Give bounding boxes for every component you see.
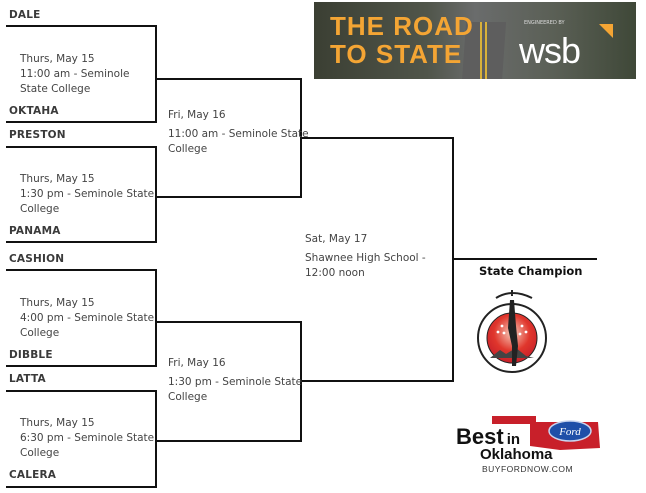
semi1-info: Fri, May 16 11:00 am - Seminole State Co…: [168, 108, 309, 157]
game-time: 1:30 pm - Seminole State: [20, 188, 155, 200]
road-to-state-banner[interactable]: THE ROAD TO STATE ENGINEERED BY wsb: [314, 2, 636, 79]
bracket-line: [300, 380, 454, 382]
game-date: Thurs, May 15: [20, 417, 95, 429]
game-venue: College: [168, 143, 208, 155]
bracket-line: [155, 25, 157, 123]
game3-info: Thurs, May 15 4:00 pm - Seminole State C…: [20, 296, 154, 341]
final-info: Sat, May 17 Shawnee High School - 12:00 …: [305, 232, 426, 281]
team-calera: CALERA: [9, 469, 57, 481]
wsb-logo: wsb: [519, 30, 581, 71]
team-preston: PRESTON: [9, 129, 66, 141]
bracket-line: [6, 241, 157, 243]
game-time: 1:30 pm - Seminole State: [168, 376, 303, 388]
bracket-line: [6, 365, 157, 367]
game-date: Thurs, May 15: [20, 53, 95, 65]
state-champion-label: State Champion: [479, 264, 583, 278]
bracket-line: [155, 269, 157, 367]
game-venue: Shawnee High School -: [305, 252, 426, 264]
team-cashion: CASHION: [9, 253, 65, 265]
banner-title: THE ROAD TO STATE: [330, 12, 474, 68]
game-date: Thurs, May 15: [20, 297, 95, 309]
game-time: 11:00 am - Seminole State: [168, 128, 309, 140]
sponsor-tag: ENGINEERED BY: [524, 20, 565, 26]
game-time: 6:30 pm - Seminole State: [20, 432, 155, 444]
team-dibble: DIBBLE: [9, 349, 53, 361]
bracket-line: [6, 121, 157, 123]
game-venue: College: [20, 203, 60, 215]
game-date: Sat, May 17: [305, 233, 368, 245]
bracket-line: [155, 321, 302, 323]
bracket-line: [155, 196, 302, 198]
game-venue: College: [20, 327, 60, 339]
semi2-info: Fri, May 16 1:30 pm - Seminole State Col…: [168, 356, 302, 405]
ossaa-logo: [477, 290, 547, 373]
team-oktaha: OKTAHA: [9, 105, 59, 117]
champion-line: [452, 258, 597, 260]
game4-info: Thurs, May 15 6:30 pm - Seminole State C…: [20, 416, 154, 461]
team-latta: LATTA: [9, 373, 46, 385]
game-venue: College: [20, 447, 60, 459]
game-date: Thurs, May 15: [20, 173, 95, 185]
game-venue: College: [168, 391, 208, 403]
bracket-line: [6, 486, 157, 488]
in-text: in: [506, 431, 521, 448]
svg-text:Ford: Ford: [558, 426, 581, 438]
bracket-line: [6, 269, 157, 271]
best-text: Best: [456, 424, 504, 449]
game-time: 12:00 noon: [305, 267, 365, 279]
banner-line1: THE ROAD: [330, 11, 474, 41]
game-time: 11:00 am - Seminole: [20, 68, 130, 80]
bracket-line: [155, 78, 302, 80]
banner-line2: TO STATE: [330, 39, 463, 69]
game2-info: Thurs, May 15 1:30 pm - Seminole State C…: [20, 172, 154, 217]
game-date: Fri, May 16: [168, 357, 226, 369]
road-line: [480, 22, 482, 79]
game-date: Fri, May 16: [168, 109, 226, 121]
ford-oval-icon: Ford: [548, 420, 592, 442]
bracket-line: [6, 146, 157, 148]
bracket-line: [300, 137, 454, 139]
ford-ad-url[interactable]: BUYFORDNOW.COM: [482, 464, 574, 474]
bracket-line: [155, 390, 157, 488]
bracket-line: [6, 390, 157, 392]
team-dale: DALE: [9, 9, 41, 21]
ford-ad-oklahoma: Oklahoma: [480, 446, 553, 463]
bracket-line: [6, 25, 157, 27]
road-line: [485, 22, 487, 79]
bracket-line: [155, 440, 302, 442]
game-venue: State College: [20, 83, 91, 95]
game-time: 4:00 pm - Seminole State: [20, 312, 155, 324]
game1-info: Thurs, May 15 11:00 am - Seminole State …: [20, 52, 129, 97]
wsb-arrow-icon: [599, 24, 613, 38]
team-panama: PANAMA: [9, 225, 61, 237]
bracket-line: [155, 146, 157, 243]
